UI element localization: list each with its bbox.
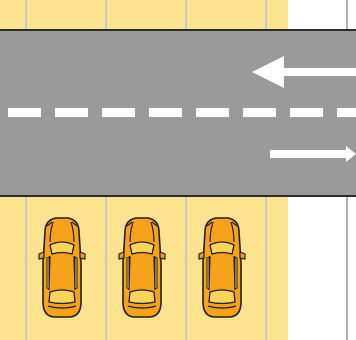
- lane-dash: [55, 108, 88, 117]
- lane-dash: [149, 108, 182, 117]
- center-dashed-line: [8, 108, 356, 117]
- lane-dash: [102, 108, 135, 117]
- lane-dash: [290, 108, 323, 117]
- cars-layer: [39, 218, 245, 317]
- orange-car[interactable]: [199, 218, 245, 317]
- orange-car[interactable]: [39, 218, 85, 317]
- lane-dash: [337, 108, 356, 117]
- orange-car[interactable]: [119, 218, 165, 317]
- lane-dash: [196, 108, 229, 117]
- lane-dash: [8, 108, 41, 117]
- lane-dash: [243, 108, 276, 117]
- top-parking-strip: [0, 0, 288, 30]
